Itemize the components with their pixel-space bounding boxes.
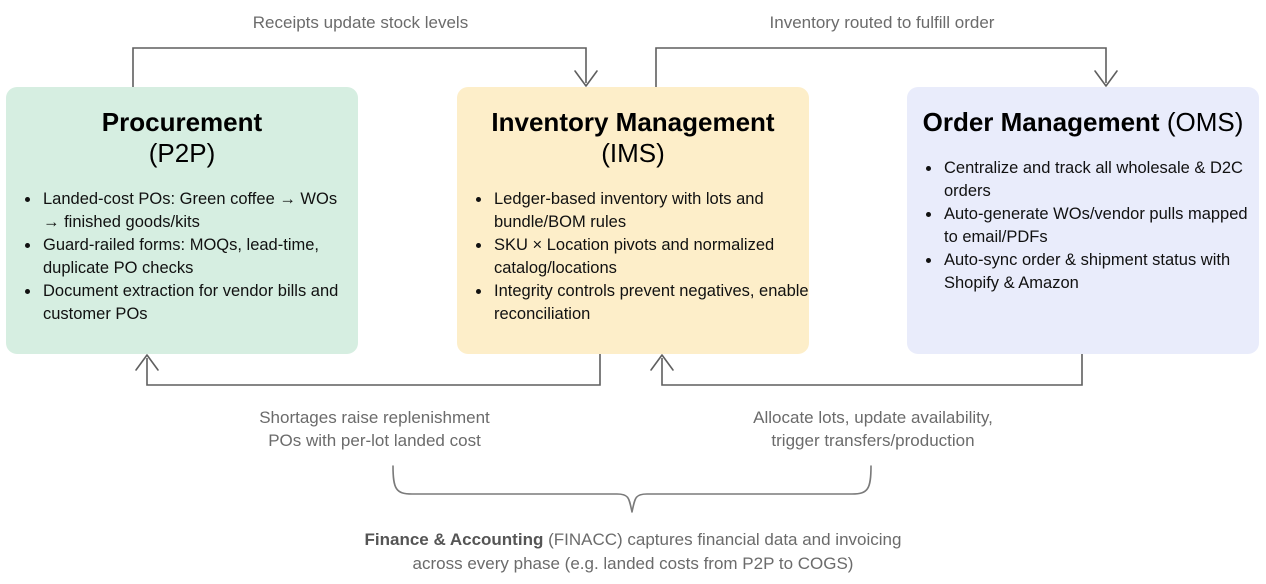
node-procurement-acronym: (P2P) — [148, 138, 216, 168]
list-item: Auto-sync order & shipment status with S… — [907, 249, 1259, 294]
finance-brace — [392, 465, 872, 513]
node-order-management-bullets: Centralize and track all wholesale & D2C… — [907, 157, 1259, 294]
edge-top-left — [132, 47, 598, 87]
list-item: Landed-cost POs: Green coffee → WOs → fi… — [6, 188, 358, 233]
list-item: Document extraction for vendor bills and… — [6, 280, 358, 325]
node-procurement-bullets: Landed-cost POs: Green coffee → WOs → fi… — [6, 188, 358, 325]
edge-bottom-left — [135, 354, 601, 386]
node-order-management[interactable]: Order Management (OMS) Centralize and tr… — [907, 87, 1259, 354]
node-inventory-management[interactable]: Inventory Management (IMS) Ledger-based … — [457, 87, 809, 354]
node-inventory-management-name: Inventory Management — [491, 107, 775, 137]
node-procurement-title: Procurement (P2P) — [6, 107, 358, 169]
node-procurement-name: Procurement — [101, 107, 263, 137]
finance-caption-bold: Finance & Accounting — [364, 530, 544, 549]
node-order-management-title: Order Management (OMS) — [907, 107, 1259, 138]
list-item: SKU × Location pivots and normalized cat… — [457, 234, 809, 279]
node-inventory-management-acronym: (IMS) — [601, 138, 665, 168]
node-inventory-management-bullets: Ledger-based inventory with lots and bun… — [457, 188, 809, 325]
list-item: Auto-generate WOs/vendor pulls mapped to… — [907, 203, 1259, 248]
finance-caption: Finance & Accounting (FINACC) captures f… — [133, 528, 1133, 576]
list-item: Guard-railed forms: MOQs, lead-time, dup… — [6, 234, 358, 279]
edge-label-top-right: Inventory routed to fulfill order — [769, 13, 995, 32]
edge-bottom-right — [650, 354, 1083, 386]
list-item: Centralize and track all wholesale & D2C… — [907, 157, 1259, 202]
list-item: Integrity controls prevent negatives, en… — [457, 280, 809, 325]
node-inventory-management-title: Inventory Management (IMS) — [457, 107, 809, 169]
finance-caption-rest: (FINACC) captures financial data and inv… — [412, 530, 902, 573]
edge-label-bottom-right: Allocate lots, update availability, trig… — [753, 408, 993, 450]
edge-label-bottom-left: Shortages raise replenishment POs with p… — [259, 408, 490, 450]
list-item: Ledger-based inventory with lots and bun… — [457, 188, 809, 233]
edge-top-right — [655, 47, 1118, 87]
node-order-management-name: Order Management — [922, 107, 1160, 137]
node-order-management-acronym: (OMS) — [1166, 107, 1244, 137]
edge-label-top-left: Receipts update stock levels — [252, 13, 469, 32]
node-procurement[interactable]: Procurement (P2P) Landed-cost POs: Green… — [6, 87, 358, 354]
